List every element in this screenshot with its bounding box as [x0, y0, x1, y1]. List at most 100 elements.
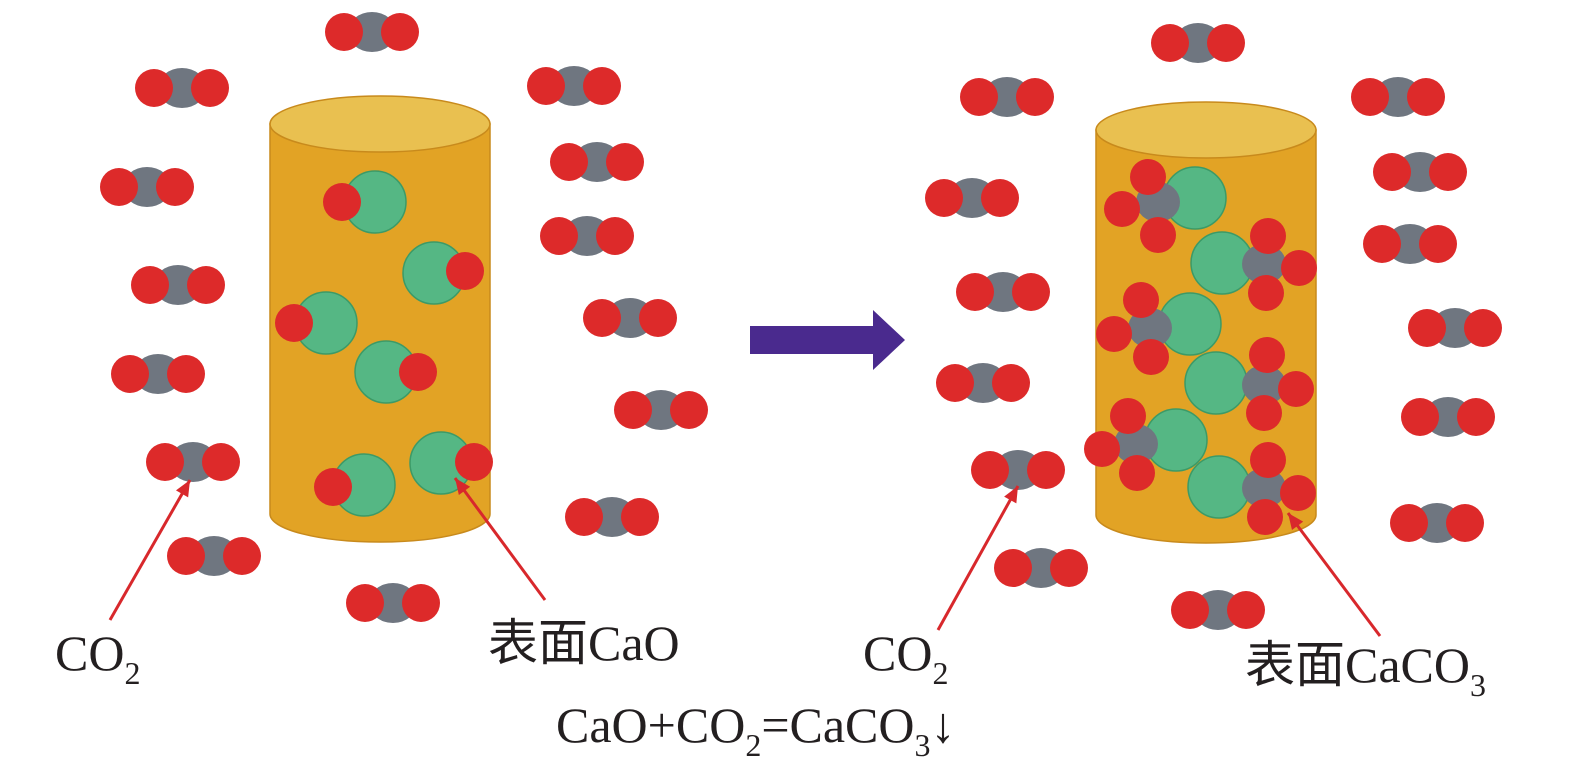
pointer-arrow	[1286, 512, 1382, 637]
oxygen-atom	[981, 179, 1019, 217]
oxygen-atom	[381, 13, 419, 51]
oxygen-atom	[565, 498, 603, 536]
pointer-arrow	[936, 485, 1020, 631]
right-surface-caco3-label: 表面CaCO3	[1245, 637, 1486, 703]
oxygen-atom	[1419, 225, 1457, 263]
oxygen-atom	[1027, 451, 1065, 489]
oxygen-atom	[971, 451, 1009, 489]
oxygen-atom	[1130, 159, 1166, 195]
oxygen-atom	[639, 299, 677, 337]
oxygen-atom	[314, 468, 352, 506]
co2-molecule-icon	[614, 390, 708, 430]
oxygen-atom	[936, 364, 974, 402]
co2-molecule-icon	[135, 68, 229, 108]
oxygen-atom	[323, 183, 361, 221]
co2-molecule-icon	[925, 178, 1019, 218]
oxygen-atom	[446, 252, 484, 290]
co2-molecule-icon	[956, 272, 1050, 312]
oxygen-atom	[1248, 275, 1284, 311]
carbon-atom	[1114, 424, 1158, 464]
co2-molecule-icon	[1151, 23, 1245, 63]
oxygen-atom	[540, 217, 578, 255]
process-arrow	[750, 310, 905, 370]
co2-molecule-icon	[100, 167, 194, 207]
pointer-head	[1288, 513, 1304, 531]
pointer-arrow	[108, 479, 192, 621]
oxygen-atom	[1050, 549, 1088, 587]
oxygen-atom	[1464, 309, 1502, 347]
cao-particle	[402, 241, 484, 305]
oxygen-atom	[1281, 250, 1317, 286]
oxygen-atom	[1280, 475, 1316, 511]
oxygen-atom	[325, 13, 363, 51]
oxygen-atom	[1407, 78, 1445, 116]
oxygen-atom	[1171, 591, 1209, 629]
pointer-head	[455, 478, 471, 496]
pointer-line	[453, 477, 547, 601]
left-co2-label: CO2	[55, 625, 141, 691]
oxygen-atom	[1401, 398, 1439, 436]
oxygen-atom	[1207, 24, 1245, 62]
oxygen-atom	[1408, 309, 1446, 347]
oxygen-atom	[1446, 504, 1484, 542]
oxygen-atom	[223, 537, 261, 575]
oxygen-atom	[167, 537, 205, 575]
oxygen-atom	[402, 584, 440, 622]
oxygen-atom	[960, 78, 998, 116]
oxygen-atom	[1390, 504, 1428, 542]
oxygen-atom	[1246, 395, 1282, 431]
oxygen-atom	[1140, 217, 1176, 253]
pointer-arrow	[453, 477, 547, 601]
oxygen-atom	[1133, 339, 1169, 375]
oxygen-atom	[621, 498, 659, 536]
left-surface-cao-label: 表面CaO	[488, 615, 680, 671]
co2-molecule-icon	[146, 442, 240, 482]
cao-particle	[314, 453, 396, 517]
oxygen-atom	[1227, 591, 1265, 629]
caco3-particle	[1187, 442, 1316, 535]
oxygen-atom	[187, 266, 225, 304]
co2-molecule-icon	[527, 66, 621, 106]
oxygen-atom	[1119, 455, 1155, 491]
oxygen-atom	[135, 69, 173, 107]
co2-molecule-icon	[960, 77, 1054, 117]
caco3-particle	[1084, 398, 1208, 491]
co2-molecule-icon	[540, 216, 634, 256]
oxygen-atom	[1429, 153, 1467, 191]
oxygen-atom	[455, 443, 493, 481]
oxygen-atom	[1249, 337, 1285, 373]
co2-molecule-icon	[994, 548, 1088, 588]
co2-molecule-icon	[1408, 308, 1502, 348]
oxygen-atom	[399, 353, 437, 391]
oxygen-atom	[925, 179, 963, 217]
right-co2-label: CO2	[863, 625, 949, 691]
pointer-line	[1286, 512, 1382, 637]
oxygen-atom	[346, 584, 384, 622]
caco3-particle	[1190, 218, 1317, 311]
reaction-equation: CaO+CO2=CaCO3↓	[556, 697, 956, 763]
cylinder-top	[1095, 101, 1317, 159]
oxygen-atom	[1373, 153, 1411, 191]
caco3-particle	[1096, 282, 1222, 375]
carbon-atom	[1242, 244, 1286, 284]
oxygen-atom	[1084, 431, 1120, 467]
pointer-head	[1004, 486, 1018, 504]
oxygen-atom	[1250, 442, 1286, 478]
oxygen-atom	[1104, 191, 1140, 227]
oxygen-atom	[1096, 316, 1132, 352]
carbon-atom	[1242, 468, 1286, 508]
oxygen-atom	[1247, 499, 1283, 535]
oxygen-atom	[1351, 78, 1389, 116]
oxygen-atom	[614, 391, 652, 429]
co2-molecule-icon	[1390, 503, 1484, 543]
cao-grain	[1187, 455, 1251, 519]
co2-molecule-icon	[1401, 397, 1495, 437]
caco3-particle	[1104, 159, 1227, 253]
co2-molecule-icon	[936, 363, 1030, 403]
co2-molecule-icon	[111, 354, 205, 394]
oxygen-atom	[156, 168, 194, 206]
co2-molecule-icon	[131, 265, 225, 305]
oxygen-atom	[202, 443, 240, 481]
left-panel	[100, 12, 708, 623]
